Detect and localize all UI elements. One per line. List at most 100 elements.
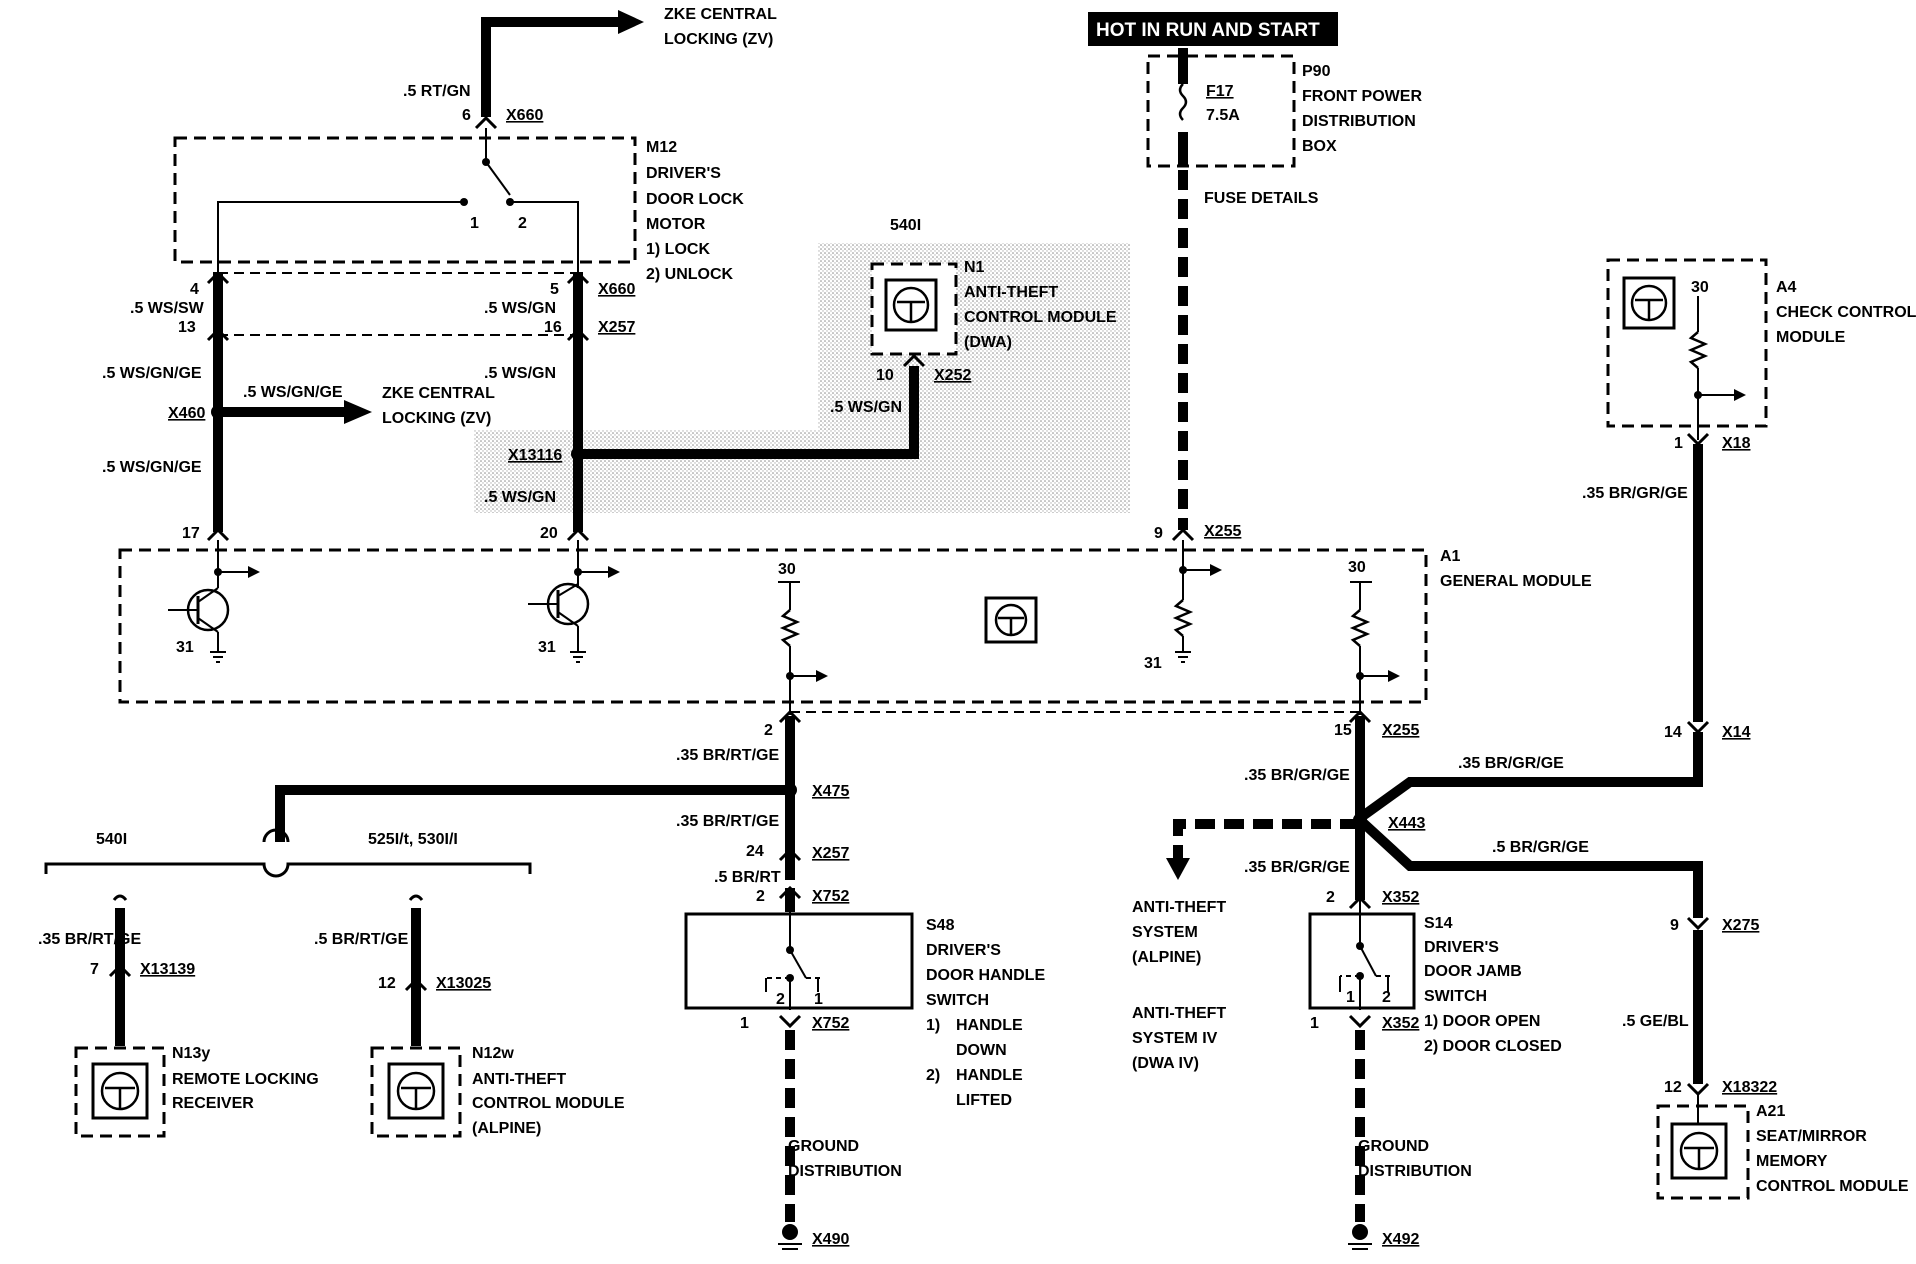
zke-mid-label-2: LOCKING (ZV) — [382, 410, 491, 427]
wire-ws-gn-ge-2: .5 WS/GN/GE — [102, 459, 202, 476]
pin-9: 9 — [1154, 525, 1163, 542]
s14-out-conn: X352 — [1382, 1015, 1419, 1032]
s14-ref: S14 — [1424, 915, 1453, 932]
n12-pin: 12 — [378, 975, 396, 992]
s14-out-pin: 1 — [1310, 1015, 1319, 1032]
s14-line3: SWITCH — [1424, 988, 1487, 1005]
s48-wire3: .5 BR/RT — [714, 869, 781, 886]
a4-pin30: 30 — [1691, 279, 1709, 296]
s48-wire2: .35 BR/RT/GE — [676, 813, 779, 830]
a4-conn14: X14 — [1722, 724, 1751, 741]
n13y-remote-locking-receiver: N13y REMOTE LOCKING RECEIVER — [74, 1045, 319, 1138]
a4-pin1: 1 — [1674, 435, 1683, 452]
right-conn-x255: X255 — [1382, 722, 1419, 739]
conn-x255-top: X255 — [1204, 523, 1241, 540]
wire-ws-sw: .5 WS/SW — [130, 300, 205, 317]
a1-ref: A1 — [1440, 548, 1461, 565]
s14-gnd2: DISTRIBUTION — [1358, 1163, 1472, 1180]
s48-gnd2: DISTRIBUTION — [788, 1163, 902, 1180]
s48-pin2: 2 — [764, 722, 773, 739]
n1-model: 540I — [890, 217, 921, 234]
right-pin15: 15 — [1334, 722, 1352, 739]
a1-pin31-c: 31 — [1144, 655, 1162, 672]
pin-5: 5 — [550, 281, 559, 298]
s48-conn-x752: X752 — [812, 888, 849, 905]
n1-line1: ANTI-THEFT — [964, 284, 1058, 301]
a21-conn: X18322 — [1722, 1079, 1777, 1096]
left-wire-path: 4 .5 WS/SW 13 .5 WS/GN/GE X460 .5 WS/GN/… — [102, 270, 578, 542]
pin-4: 4 — [190, 281, 199, 298]
s48-line2: DOOR HANDLE — [926, 967, 1045, 984]
p90-ref: P90 — [1302, 63, 1331, 80]
m12-line2: DOOR LOCK — [646, 191, 744, 208]
zke-top-label-2: LOCKING (ZV) — [664, 31, 773, 48]
s48-door-handle-switch: 2 1 S48 DRIVER'S DOOR HANDLE SWITCH 1) H… — [684, 912, 1045, 1250]
right-pin2: 2 — [1326, 889, 1335, 906]
n13-conn: X13139 — [140, 961, 195, 978]
fuse-rating: 7.5A — [1206, 107, 1240, 124]
a21-pin9: 9 — [1670, 917, 1679, 934]
wire-arrow-label: .5 WS/GN/GE — [243, 384, 343, 401]
a1-line1: GENERAL MODULE — [1440, 573, 1592, 590]
conn-x660-mid: X660 — [598, 281, 635, 298]
dwa-option-shading — [474, 243, 1130, 513]
a1-pin31-b: 31 — [538, 639, 556, 656]
alpine-line2: SYSTEM — [1132, 924, 1198, 941]
n12w-line3: (ALPINE) — [472, 1120, 541, 1137]
conn-x13116: X13116 — [508, 447, 562, 464]
pin-17: 17 — [182, 525, 200, 542]
right-conn-x352: X352 — [1382, 889, 1419, 906]
n12w-ref: N12w — [472, 1045, 514, 1062]
pin-20: 20 — [540, 525, 558, 542]
s14-door-jamb-switch: 1 2 S14 DRIVER'S DOOR JAMB SWITCH 1) DOO… — [1308, 900, 1562, 1250]
n12w-line1: ANTI-THEFT — [472, 1071, 566, 1088]
a4-pin14: 14 — [1664, 724, 1682, 741]
wire-n12: .5 BR/RT/GE — [314, 931, 409, 948]
s14-opt2: 2) DOOR CLOSED — [1424, 1038, 1562, 1055]
mid-wire-path: 5 X660 .5 WS/GN 16 X257 .5 WS/GN X13116 … — [484, 270, 919, 542]
model-540: 540I — [96, 831, 127, 848]
s48-gnd-conn: X490 — [812, 1231, 849, 1248]
a21-ref: A21 — [1756, 1103, 1785, 1120]
s48-opt2c: LIFTED — [956, 1092, 1012, 1109]
pin-16: 16 — [544, 319, 562, 336]
n1-ref: N1 — [964, 259, 985, 276]
n13y-line1: REMOTE LOCKING — [172, 1071, 319, 1088]
a21-line1: SEAT/MIRROR — [1756, 1128, 1867, 1145]
s14-pin2-label: 2 — [1382, 989, 1391, 1006]
hot-in-run-banner: HOT IN RUN AND START — [1088, 12, 1338, 46]
conn-x257-mid: X257 — [598, 319, 635, 336]
conn-x443: X443 — [1388, 815, 1425, 832]
n13y-line2: RECEIVER — [172, 1095, 254, 1112]
s48-gnd1: GROUND — [788, 1138, 859, 1155]
wire-n13: .35 BR/RT/GE — [38, 931, 141, 948]
fuse-f17: F17 — [1206, 83, 1234, 100]
n1-wire: .5 WS/GN — [830, 399, 902, 416]
s14-line1: DRIVER'S — [1424, 939, 1499, 956]
n1-line3: (DWA) — [964, 334, 1012, 351]
s48-opt2a: 2) — [926, 1067, 940, 1084]
top-zke-feed: ZKE CENTRAL LOCKING (ZV) .5 RT/GN 6 X660 — [403, 6, 777, 130]
conn-x475: X475 — [812, 783, 849, 800]
n1-conn: X252 — [934, 367, 971, 384]
p90-fuse-box: F17 7.5A P90 FRONT POWER DISTRIBUTION BO… — [1146, 48, 1422, 542]
right-wire1: .35 BR/GR/GE — [1244, 767, 1350, 784]
zke-mid-label-1: ZKE CENTRAL — [382, 385, 495, 402]
conn-x660-top: X660 — [506, 107, 543, 124]
a1-pin30-a: 30 — [778, 561, 796, 578]
pin-6: 6 — [462, 107, 471, 124]
m12-line1: DRIVER'S — [646, 165, 721, 182]
wire-a21: .5 BR/GR/GE — [1492, 839, 1589, 856]
pin-13: 13 — [178, 319, 196, 336]
s48-conn-x257: X257 — [812, 845, 849, 862]
s48-ref: S48 — [926, 917, 955, 934]
alpine-line4: ANTI-THEFT — [1132, 1005, 1226, 1022]
m12-ref: M12 — [646, 139, 677, 156]
n12w-line2: CONTROL MODULE — [472, 1095, 625, 1112]
s48-pin2-label: 2 — [776, 991, 785, 1008]
a4-line1: CHECK CONTROL — [1776, 304, 1916, 321]
wire-ws-gn-1: .5 WS/GN — [484, 300, 556, 317]
a21-conn-x275: X275 — [1722, 917, 1759, 934]
s48-wire1: .35 BR/RT/GE — [676, 747, 779, 764]
